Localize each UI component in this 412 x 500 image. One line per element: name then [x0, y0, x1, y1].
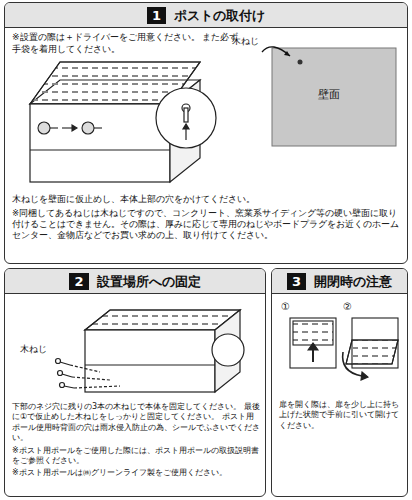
illustration-stroke [62, 127, 72, 128]
section-panel: 3 開閉時の注意 [271, 268, 408, 497]
mailbox-figure [30, 62, 216, 182]
illustration-stroke [60, 383, 65, 388]
step-number: ② [343, 300, 359, 313]
illustration-stroke [343, 352, 362, 376]
illustration-stroke [298, 60, 303, 65]
illustration-stroke [85, 310, 240, 330]
illustration-stroke [284, 51, 290, 56]
illustration-stroke [74, 386, 120, 388]
wall-label: 壁面 [318, 88, 358, 102]
illustration-stroke [64, 386, 74, 388]
section-title: 設置場所への固定 [97, 273, 201, 290]
part-label: 木ねじ [20, 344, 56, 356]
instruction-text: 扉を開く際は、扉を少し上に持ち上げた状態で手前に引いて開けてください。 [279, 400, 403, 431]
illustration-stroke [72, 125, 77, 131]
illustration-stroke [85, 330, 215, 392]
illustration-stroke [58, 371, 63, 376]
section-header: 2 設置場所への固定 [5, 269, 265, 294]
section-title: 開閉時の注意 [314, 273, 392, 290]
open-step-2 [343, 318, 398, 380]
illustration-stroke [361, 372, 368, 380]
illustration-stroke [293, 321, 333, 345]
illustration-stroke [262, 47, 290, 56]
illustration-stroke [346, 340, 398, 364]
install-note: ※設置の際は＋ドライバーをご用意ください。 また必ず手袋を着用してください。 [12, 32, 240, 55]
illustration-stroke [346, 340, 398, 364]
illustration-stroke [94, 127, 102, 128]
illustration-stroke [184, 108, 188, 122]
illustration-stroke [60, 362, 70, 365]
illustration-stroke [62, 374, 72, 377]
caution-note: ※ポスト用ポールは㈱グリーンライフ製をご使用ください。 [12, 468, 260, 478]
section-header: 3 開閉時の注意 [272, 269, 407, 294]
caution-note: ※ポスト用ポールをご使用した際には、ポスト用ポールの取扱説明書をご参照ください。 [12, 446, 260, 467]
wall [262, 47, 396, 146]
illustration-stroke [290, 318, 336, 368]
illustration-stroke [156, 88, 216, 148]
illustration-stroke [70, 365, 100, 372]
illustration-stroke [272, 48, 396, 146]
illustration-stroke [56, 359, 61, 364]
section-title: ポストの取付け [174, 7, 265, 24]
section-header: 1 ポストの取付け [5, 3, 407, 28]
screws-2 [56, 359, 121, 389]
illustration-stroke [30, 104, 170, 182]
illustration-stroke [82, 122, 94, 134]
illustration-stroke [72, 377, 110, 380]
step-number: ① [281, 300, 297, 313]
section-number: 1 [147, 7, 166, 24]
illustration-stroke [85, 310, 240, 330]
illustration-stroke [183, 124, 189, 129]
caution-note: ※同梱してあるねじは木ねじですので、コンクリート、窯業系サイディング等の硬い壁面… [12, 208, 402, 241]
section-number: 3 [287, 273, 306, 290]
instruction-text: 下部のネジ穴に残りの3本の木ねじで本体を固定してください。 最後に①で仮止めした… [12, 402, 260, 444]
section-number: 2 [69, 273, 88, 290]
screw-hook-icons [38, 122, 102, 134]
illustration-stroke [308, 343, 318, 350]
illustration-stroke [212, 334, 244, 366]
instruction-text: 木ねじを壁面に仮止めし、本体上部の穴をかけてください。 [12, 194, 402, 205]
open-step-1 [290, 318, 336, 368]
illustration-stroke [38, 122, 50, 134]
illustration-stroke [30, 149, 170, 150]
illustration-stroke [50, 127, 58, 128]
part-label: 木ねじ [232, 36, 272, 48]
illustration-stroke [85, 364, 215, 365]
